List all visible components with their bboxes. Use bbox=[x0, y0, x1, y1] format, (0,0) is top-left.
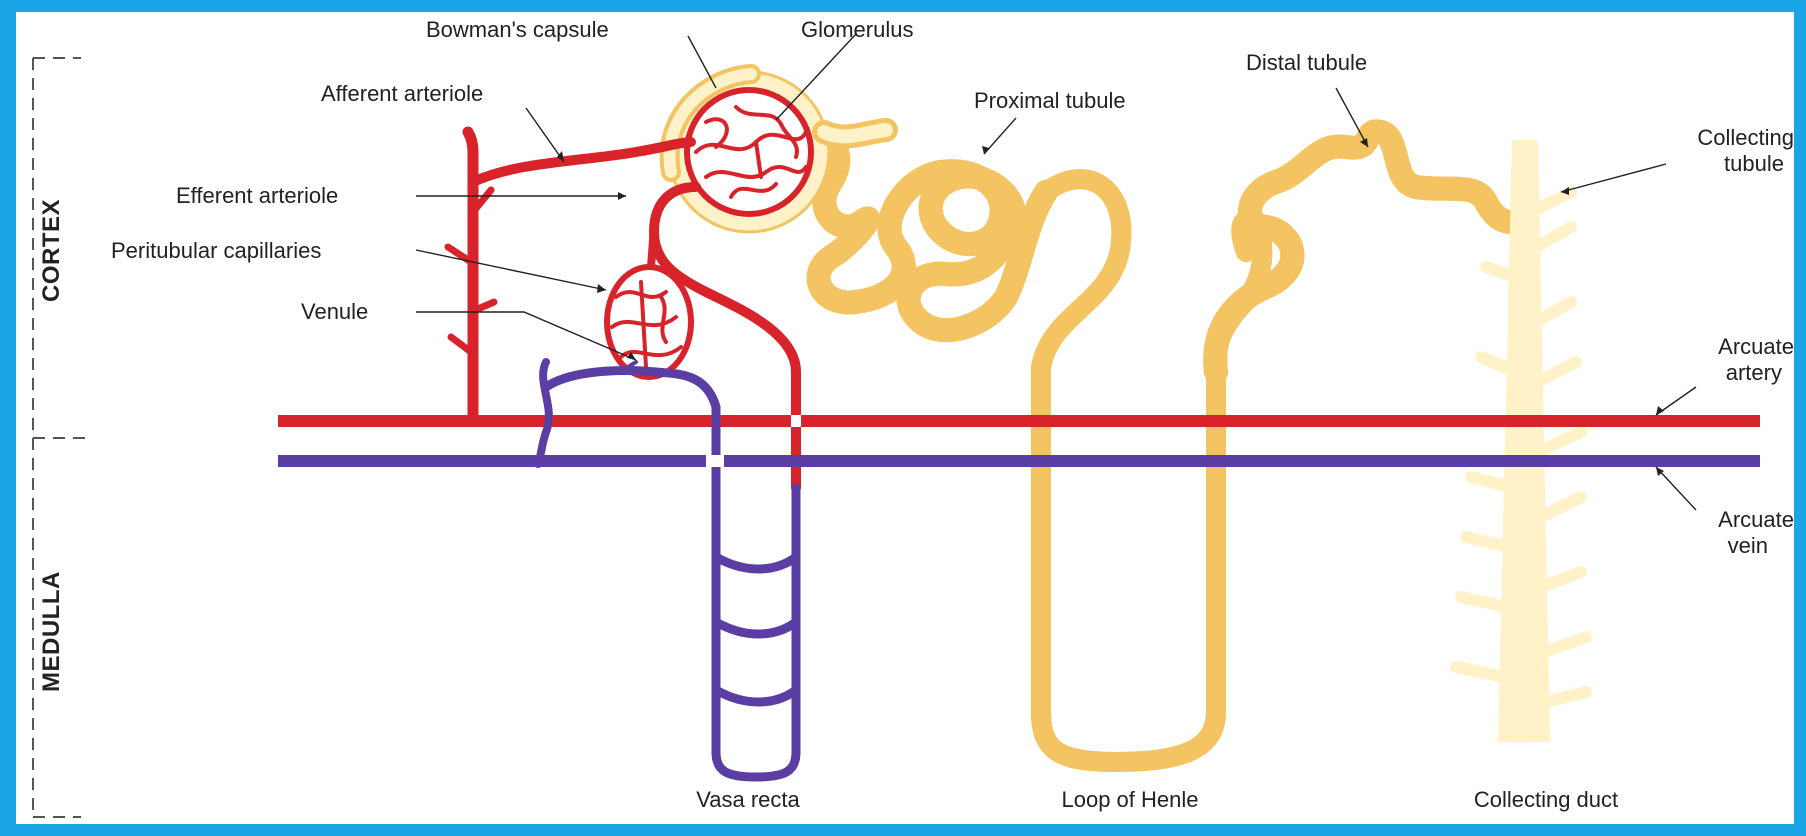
label-collecting-tubule-line1: Collecting bbox=[1656, 125, 1794, 151]
nephron-diagram bbox=[16, 12, 1794, 824]
vasa-recta-loops bbox=[716, 488, 796, 777]
arcuate-vein-line bbox=[278, 455, 1760, 467]
label-peritubular-capillaries: Peritubular capillaries bbox=[111, 238, 321, 264]
region-label-medulla: MEDULLA bbox=[38, 571, 66, 692]
label-arcuate-vein-line2: vein bbox=[1656, 533, 1794, 559]
label-arcuate-artery-line1: Arcuate bbox=[1656, 334, 1794, 360]
label-loop-of-henle: Loop of Henle bbox=[1062, 787, 1199, 813]
peritubular-capillary-bed bbox=[607, 267, 691, 377]
descending-loop bbox=[1041, 179, 1262, 762]
label-arcuate-vein: Arcuate vein bbox=[1656, 507, 1794, 559]
label-vasa-recta: Vasa recta bbox=[696, 787, 800, 813]
label-collecting-tubule-line2: tubule bbox=[1656, 151, 1794, 177]
label-arcuate-vein-line1: Arcuate bbox=[1656, 507, 1794, 533]
arcuate-artery-line bbox=[278, 415, 1760, 427]
collecting-duct bbox=[1456, 140, 1586, 742]
glomerulus-tuft bbox=[687, 90, 811, 214]
label-arcuate-artery: Arcuate artery bbox=[1656, 334, 1794, 386]
label-glomerulus: Glomerulus bbox=[801, 17, 913, 43]
region-bracket bbox=[33, 58, 91, 817]
label-efferent-arteriole: Efferent arteriole bbox=[176, 183, 338, 209]
label-collecting-duct: Collecting duct bbox=[1474, 787, 1618, 813]
label-arcuate-artery-line2: artery bbox=[1656, 360, 1794, 386]
label-afferent-arteriole: Afferent arteriole bbox=[321, 81, 483, 107]
diagram-canvas: CORTEX MEDULLA Bowman's capsule Glomerul… bbox=[16, 12, 1794, 824]
proximal-tubule bbox=[799, 136, 1046, 331]
label-venule: Venule bbox=[301, 299, 368, 325]
label-distal-tubule: Distal tubule bbox=[1246, 50, 1367, 76]
region-label-cortex: CORTEX bbox=[38, 199, 66, 302]
top-strip bbox=[46, 12, 776, 19]
vein-gap bbox=[706, 455, 724, 467]
label-bowmans-capsule: Bowman's capsule bbox=[426, 17, 609, 43]
label-collecting-tubule: Collecting tubule bbox=[1656, 125, 1794, 177]
label-proximal-tubule: Proximal tubule bbox=[974, 88, 1126, 114]
